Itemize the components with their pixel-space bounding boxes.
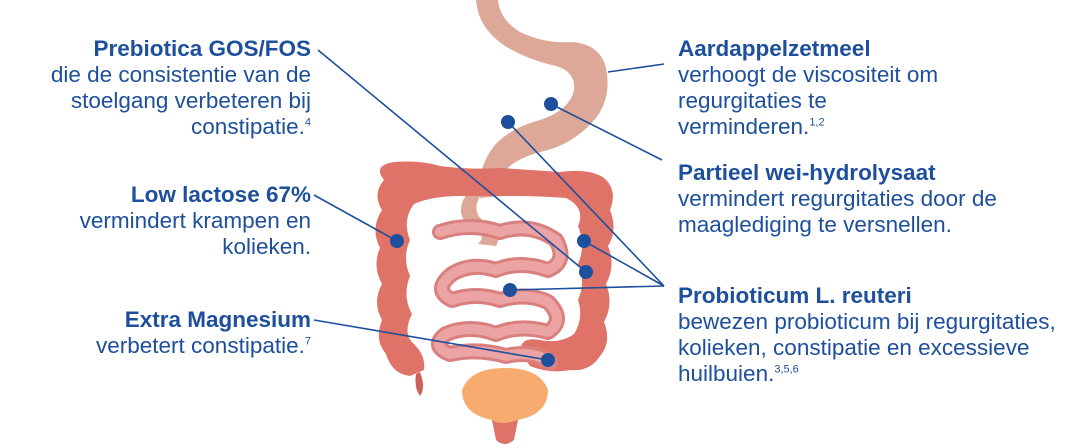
label-wei-title: Partieel wei-hydrolysaat [678,160,1068,186]
label-magnesium-title: Extra Magnesium [51,307,311,333]
dot-magnesium [541,353,555,367]
line-zetmeel [608,64,664,72]
rectum [462,368,548,444]
label-magnesium-text: verbetert constipatie.7 [51,333,311,359]
label-lactose-text: vermindert krampen en kolieken. [51,208,311,260]
label-probioticum-title: Probioticum L. reuteri [678,283,1078,309]
label-probioticum: Probioticum L. reuteri bewezen probiotic… [678,283,1078,387]
label-zetmeel-title: Aardappelzetmeel [678,36,948,62]
label-wei: Partieel wei-hydrolysaat vermindert regu… [678,160,1068,238]
label-zetmeel: Aardappelzetmeel verhoogt de viscositeit… [678,36,948,140]
label-magnesium: Extra Magnesium verbetert constipatie.7 [51,307,311,359]
label-lactose: Low lactose 67% vermindert krampen en ko… [51,182,311,260]
dot-lactose [390,234,404,248]
dot-stomach [501,115,515,129]
label-probioticum-text: bewezen probioticum bij regurgitaties, k… [678,309,1078,387]
label-prebiotica-text: die de consistentie van de stoelgang ver… [0,62,311,140]
label-wei-text: vermindert regurgitaties door de maagled… [678,186,1068,238]
label-prebiotica-title: Prebiotica GOS/FOS [0,36,311,62]
dot-ascending [577,234,591,248]
label-zetmeel-text: verhoogt de viscositeit om regurgitaties… [678,62,948,140]
dot-small-intestine [503,283,517,297]
dot-prebiotica [579,265,593,279]
ref-zetmeel: 1,2 [809,117,824,129]
label-prebiotica: Prebiotica GOS/FOS die de consistentie v… [0,36,311,140]
ref-prebiotica: 4 [305,117,311,129]
dot-zetmeel [544,97,558,111]
ref-probioticum: 3,5,6 [774,364,798,376]
ref-magnesium: 7 [305,336,311,348]
label-lactose-title: Low lactose 67% [51,182,311,208]
